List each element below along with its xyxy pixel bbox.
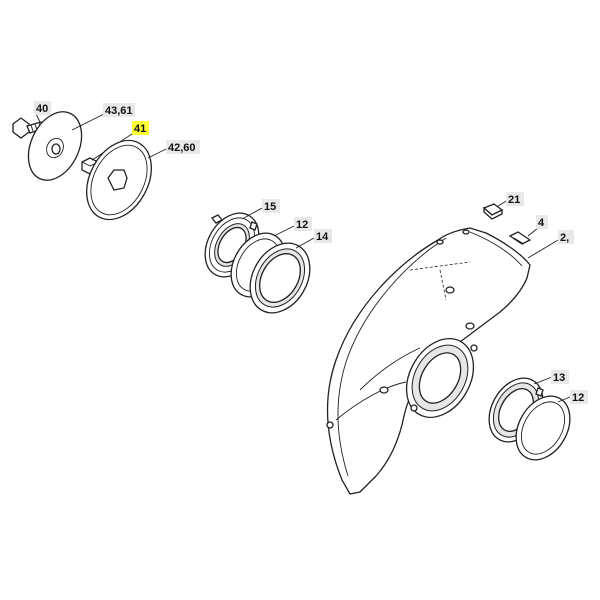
clip-part-4[interactable] <box>508 231 532 245</box>
square-nut-part-21[interactable] <box>482 203 504 220</box>
callout-41[interactable]: 41 <box>132 121 149 135</box>
svg-text:15: 15 <box>264 201 276 213</box>
svg-text:43,61: 43,61 <box>105 105 133 117</box>
svg-text:21: 21 <box>508 194 520 206</box>
callout-13[interactable]: 13 <box>551 370 569 384</box>
svg-text:2,: 2, <box>560 232 569 244</box>
ring-part-12-lower[interactable] <box>505 387 581 470</box>
callout-4[interactable]: 4 <box>536 215 548 229</box>
callout-15[interactable]: 15 <box>262 199 280 213</box>
svg-text:42,60: 42,60 <box>168 142 196 154</box>
washer-part-42-60[interactable] <box>74 129 165 230</box>
callout-43-61[interactable]: 43,61 <box>103 103 135 117</box>
washer-part-43-61[interactable] <box>18 103 92 189</box>
svg-text:13: 13 <box>553 372 565 384</box>
svg-text:14: 14 <box>316 231 329 243</box>
blade-guard-part-2[interactable] <box>326 227 531 495</box>
callout-21[interactable]: 21 <box>506 192 524 206</box>
ring-part-14[interactable] <box>238 232 322 323</box>
svg-text:41: 41 <box>134 123 146 135</box>
svg-text:4: 4 <box>538 217 545 229</box>
svg-text:12: 12 <box>296 219 308 231</box>
callout-42-60[interactable]: 42,60 <box>166 140 200 154</box>
svg-text:40: 40 <box>36 103 48 115</box>
callout-14[interactable]: 14 <box>314 229 332 243</box>
callout-40[interactable]: 40 <box>34 101 51 115</box>
callout-12-upper[interactable]: 12 <box>294 217 312 231</box>
svg-text:12: 12 <box>572 392 584 404</box>
callout-2[interactable]: 2, <box>558 230 574 244</box>
callout-12-lower[interactable]: 12 <box>570 390 588 404</box>
